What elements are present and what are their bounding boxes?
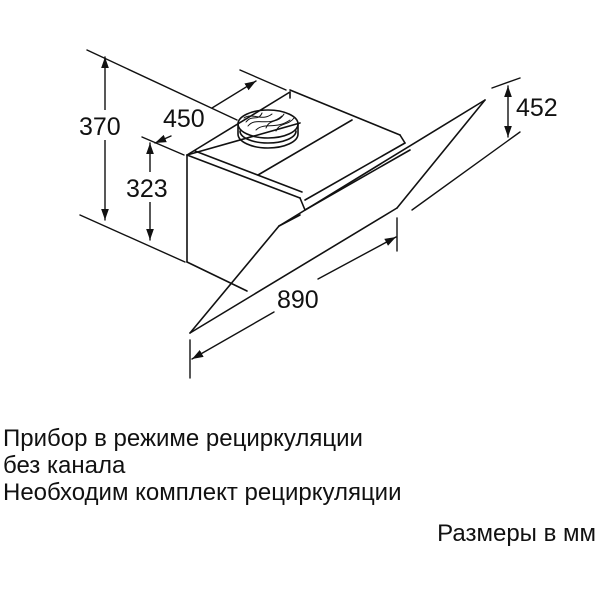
- units-note: Размеры в мм: [437, 520, 596, 547]
- glass-panel: [189, 99, 486, 334]
- dimension-452-label: 452: [516, 94, 558, 122]
- dimension-370-lines: [79, 49, 238, 263]
- fan-outlet: [237, 109, 299, 149]
- dimension-370-label: 370: [79, 113, 121, 141]
- caption: Прибор в режиме рециркуляции без канала …: [3, 425, 402, 506]
- dimension-450-lines: [154, 69, 287, 144]
- caption-line-1: Прибор в режиме рециркуляции: [3, 425, 363, 452]
- caption-line-2: без канала: [3, 452, 126, 479]
- dimension-452-lines: [411, 77, 521, 211]
- dimension-323-label: 323: [126, 175, 168, 203]
- dimension-890-label: 890: [277, 286, 319, 314]
- caption-line-3: Необходим комплект рециркуляции: [3, 479, 402, 506]
- hood-body: [186, 89, 411, 292]
- dimension-890-lines: [189, 217, 398, 379]
- hood-dimension-drawing: 370 323 450 890 452: [78, 49, 558, 379]
- dimension-450-label: 450: [163, 105, 205, 133]
